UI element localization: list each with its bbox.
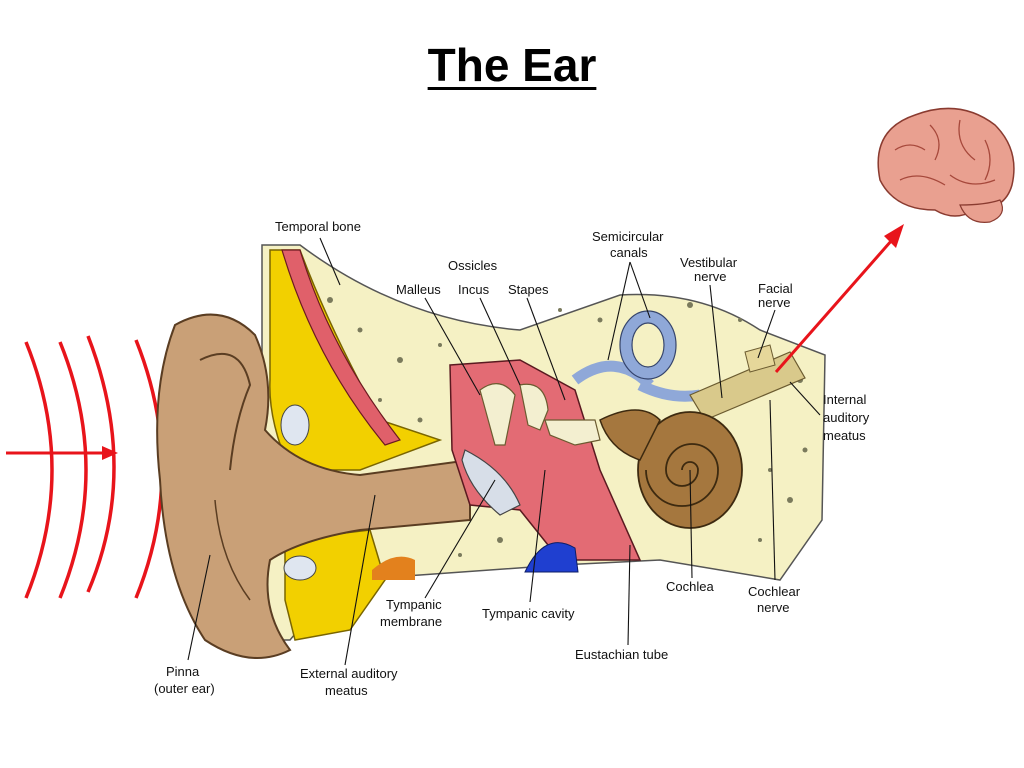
label-internal-1: Internal [823,392,866,407]
label-tympanic-membrane-2: membrane [380,614,442,629]
label-semicircular-2: canals [610,245,648,260]
page-title: The Ear [427,39,597,91]
label-stapes: Stapes [508,282,549,297]
label-cochlea: Cochlea [666,579,714,594]
leader-lines [187,237,821,666]
cartilage-cavity [280,404,310,446]
label-cochlear-1: Cochlear [748,584,801,599]
label-external-auditory-1: External auditory [300,666,398,681]
cartilage-lower [284,529,386,641]
pinna [156,313,471,659]
eustachian-opening [524,542,579,573]
label-vestibular-1: Vestibular [680,255,738,270]
tympanic-membrane-shape [461,449,521,516]
label-facial-2: nerve [758,295,791,310]
brain-icon [877,107,1015,223]
sound-waves [24,335,164,599]
label-internal-2: auditory [823,410,870,425]
label-pinna-2: (outer ear) [154,681,215,696]
label-semicircular-1: Semicircular [592,229,664,244]
label-facial-1: Facial [758,281,793,296]
label-pinna-1: Pinna [166,664,200,679]
label-tympanic-cavity: Tympanic cavity [482,606,575,621]
sound-arrow [6,446,118,460]
labels: Temporal bone Ossicles Malleus Incus Sta… [154,219,870,698]
bone-texture [327,297,808,557]
label-malleus: Malleus [396,282,441,297]
pinna-fold [199,352,252,471]
temporal-vessel [281,249,401,446]
orange-tissue [372,556,415,580]
label-internal-3: meatus [823,428,866,443]
label-tympanic-membrane-1: Tympanic [386,597,442,612]
label-vestibular-2: nerve [694,269,727,284]
nerve-to-brain-arrow [774,224,904,373]
pinna-fold-inner [214,499,251,601]
label-cochlear-2: nerve [757,600,790,615]
label-eustachian-tube: Eustachian tube [575,647,668,662]
ossicles-shape [479,383,601,446]
cartilage-cavity-lower [283,555,317,581]
label-external-auditory-2: meatus [325,683,368,698]
label-ossicles: Ossicles [448,258,498,273]
label-incus: Incus [458,282,490,297]
label-temporal-bone: Temporal bone [275,219,361,234]
